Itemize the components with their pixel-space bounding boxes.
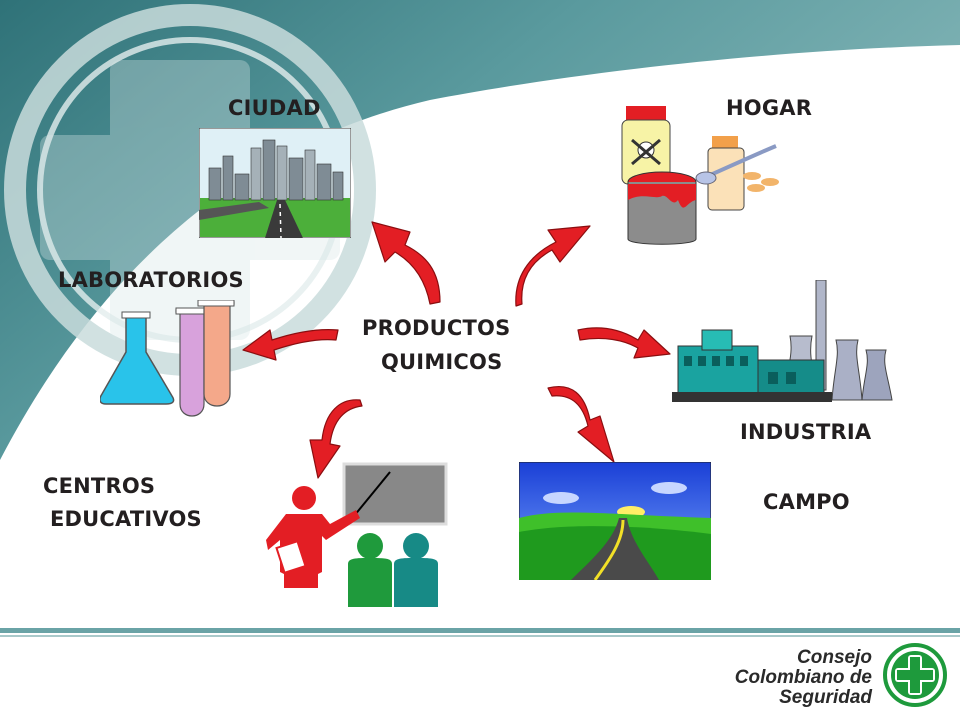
arrow-to-campo: [547, 386, 615, 463]
arrow-to-hogar: [515, 225, 591, 307]
logo-line-3: Seguridad: [779, 687, 872, 708]
arrow-to-industria: [577, 327, 671, 359]
label-hogar: HOGAR: [726, 96, 813, 120]
safety-cross-icon: [883, 643, 947, 707]
city-icon: [199, 128, 351, 238]
logo-line-2: Colombiano de: [734, 667, 872, 688]
logo-text: Consejo Colombiano de Seguridad: [735, 648, 872, 708]
label-ciudad: CIUDAD: [228, 96, 321, 120]
laboratory-flask-icon: [100, 300, 235, 417]
label-industria: INDUSTRIA: [740, 420, 872, 444]
center-line-1: PRODUCTOS: [362, 316, 511, 340]
household-chemicals-icon: [621, 106, 779, 245]
arrow-to-laboratorios: [242, 329, 339, 361]
logo-line-1: Consejo: [797, 647, 872, 668]
industry-factory-icon: [672, 280, 893, 402]
teacher-classroom-icon: [266, 462, 448, 607]
label-campo: CAMPO: [763, 490, 850, 514]
label-laboratorios: LABORATORIOS: [58, 268, 244, 292]
countryside-road-icon: [519, 462, 711, 580]
label-centros-2: EDUCATIVOS: [50, 507, 202, 531]
label-centros-1: CENTROS: [43, 474, 156, 498]
arrow-to-ciudad: [371, 221, 441, 305]
center-line-2: QUIMICOS: [381, 350, 503, 374]
arrow-to-centros: [309, 399, 363, 479]
